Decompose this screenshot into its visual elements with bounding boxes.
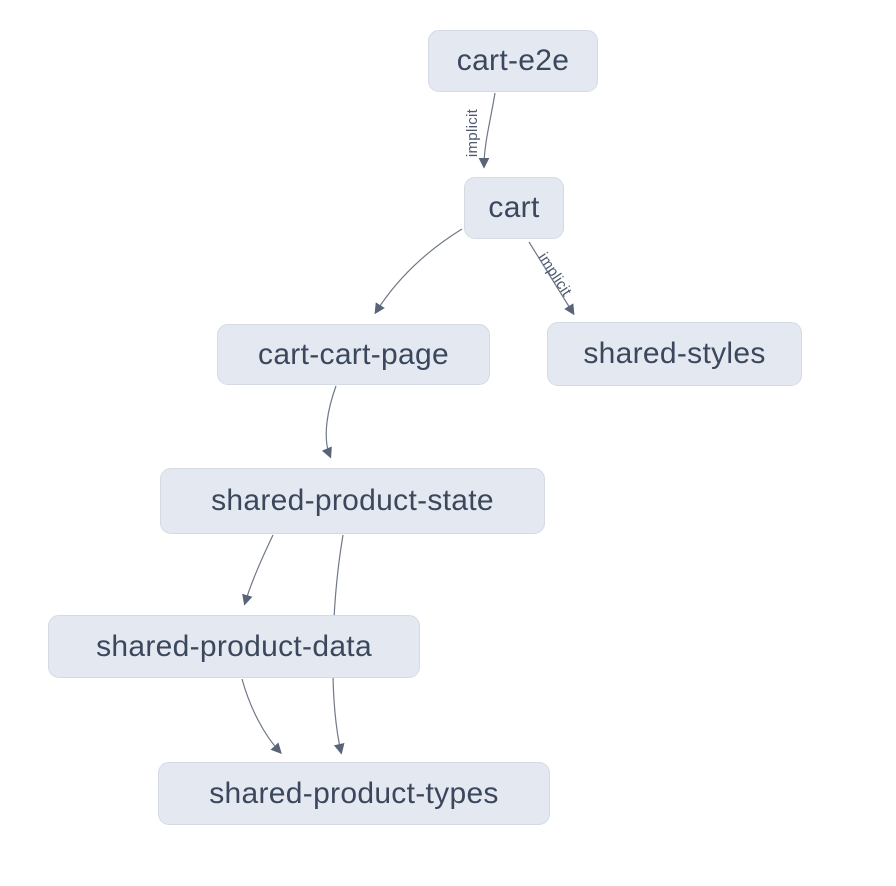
node-shared-product-state[interactable]: shared-product-state [160,468,545,534]
edge-label-implicit-shared-styles: implicit [535,250,576,300]
node-shared-product-data[interactable]: shared-product-data [48,615,420,678]
edge-cart-to-shared-styles[interactable] [528,241,575,316]
node-cart[interactable]: cart [464,177,564,239]
edge-shared-product-data-to-shared-product-types[interactable] [241,678,282,754]
node-shared-product-types[interactable]: shared-product-types [158,762,550,825]
edge-cart-cart-page-to-shared-product-state[interactable] [321,385,337,459]
edge-cart-to-cart-cart-page[interactable] [374,228,463,315]
edge-shared-product-state-to-shared-product-data[interactable] [242,534,274,606]
edge-cart-e2e-to-cart[interactable] [478,92,496,169]
node-cart-e2e[interactable]: cart-e2e [428,30,598,92]
node-cart-cart-page[interactable]: cart-cart-page [217,324,490,385]
node-shared-styles[interactable]: shared-styles [547,322,802,386]
edge-label-implicit-cart-e2e: implicit [464,108,481,157]
